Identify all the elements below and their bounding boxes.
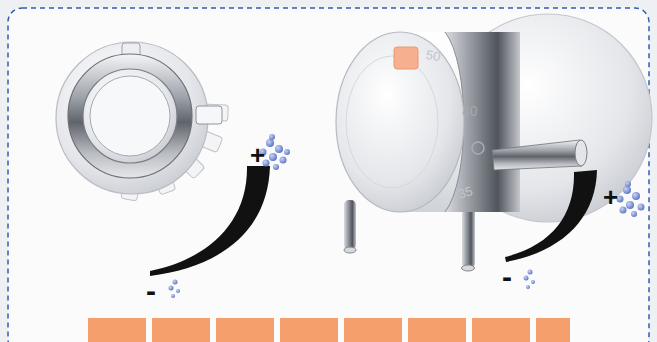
plus-sign: +	[250, 142, 265, 168]
minus-sign: -	[502, 262, 512, 292]
scale-number: 35	[457, 184, 474, 200]
scale-number: 40	[462, 104, 478, 118]
minus-sign: -	[146, 276, 156, 306]
plus-sign: +	[603, 184, 618, 210]
scale-number: 50	[425, 48, 442, 63]
